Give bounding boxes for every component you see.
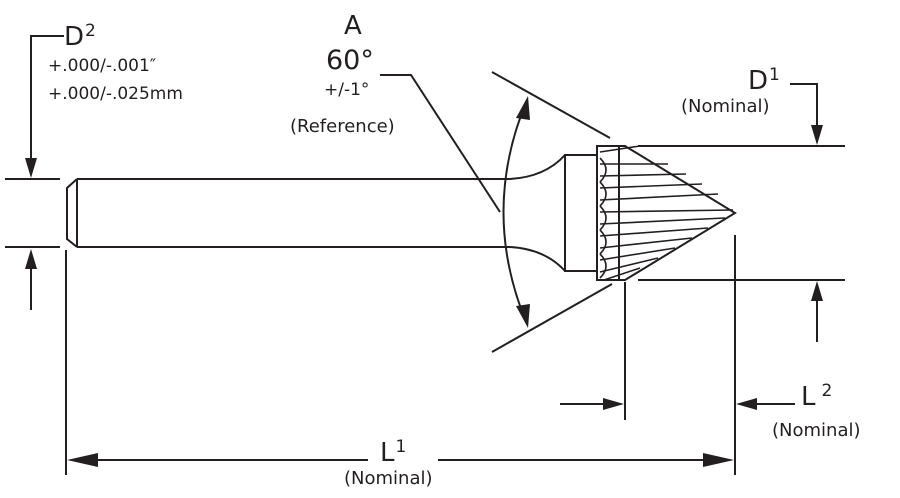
l2-dimension xyxy=(560,235,795,475)
l1-label: L1 xyxy=(380,437,407,468)
d2-letter: D xyxy=(64,22,85,52)
shank xyxy=(66,178,510,248)
angle-arrow-upper xyxy=(516,96,530,120)
d2-index: 2 xyxy=(85,21,96,41)
flutes xyxy=(599,145,734,281)
angle-reference-note: (Reference) xyxy=(290,116,395,137)
angle-tolerance: +/-1° xyxy=(324,80,370,100)
angle-arc xyxy=(502,99,528,325)
cone-head xyxy=(596,145,737,281)
d1-dimension xyxy=(638,83,845,342)
d1-label: D1 xyxy=(748,65,780,96)
l2-nominal-note: (Nominal) xyxy=(772,420,861,441)
angle-leader xyxy=(380,74,501,213)
angle-extension-upper xyxy=(491,71,611,139)
l1-nominal-note: (Nominal) xyxy=(344,468,433,489)
d2-tolerance-inch: +.000/-.001″ xyxy=(48,56,157,76)
d2-label: D2 xyxy=(64,21,96,52)
d1-nominal-note: (Nominal) xyxy=(681,96,770,117)
l1-index: 1 xyxy=(395,437,407,457)
d1-letter: D xyxy=(748,66,769,96)
angle-arrow-lower xyxy=(516,304,530,328)
l2-index: 2 xyxy=(821,381,833,401)
angle-extension-lower xyxy=(491,283,613,353)
angle-letter: A xyxy=(344,11,362,41)
l1-dimension xyxy=(65,250,734,475)
l2-letter: L xyxy=(801,382,816,412)
d1-index: 1 xyxy=(769,65,780,85)
d2-dimension xyxy=(5,35,64,310)
angle-value: 60° xyxy=(326,45,374,76)
l1-letter: L xyxy=(380,438,395,468)
d2-tolerance-mm: +.000/-.025mm xyxy=(48,84,183,104)
neck xyxy=(509,154,598,272)
